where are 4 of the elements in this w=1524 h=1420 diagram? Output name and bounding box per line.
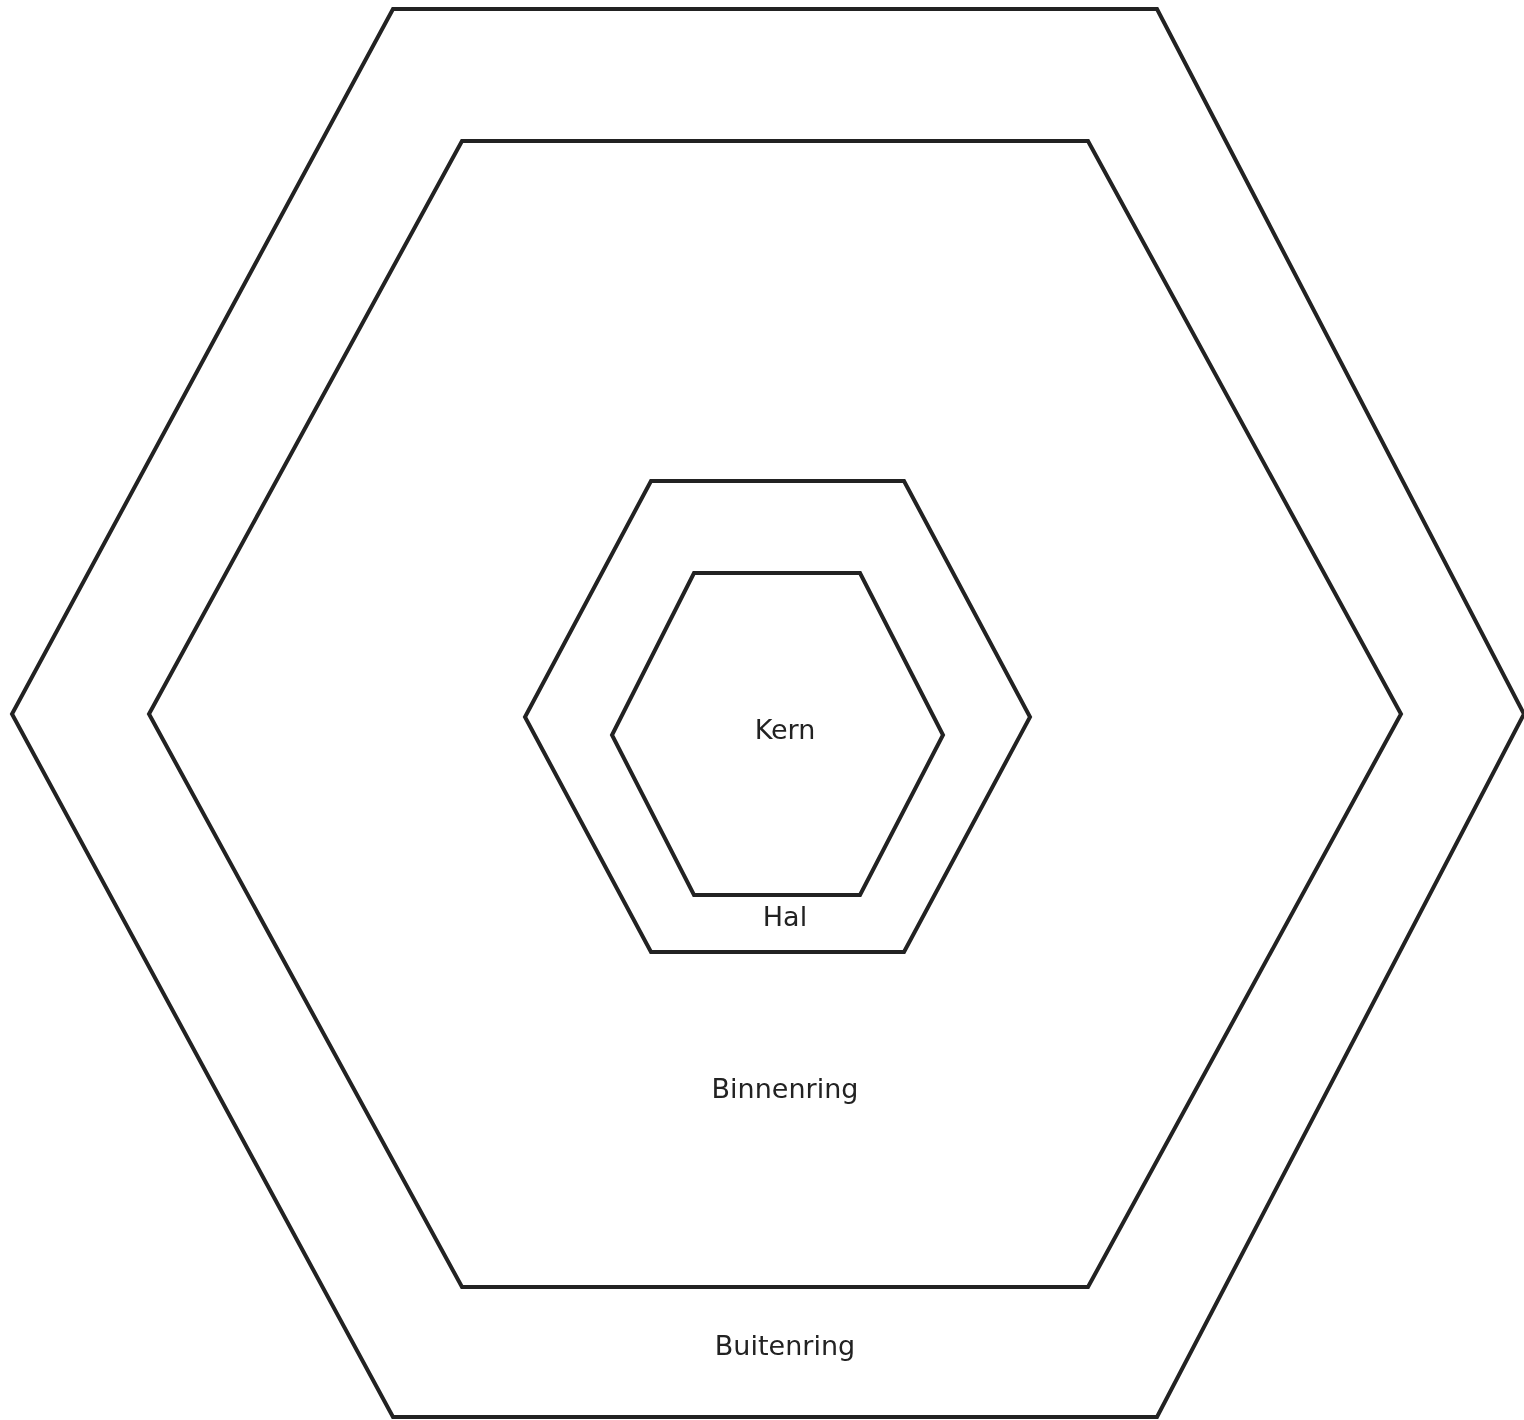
ring-label: Kern: [754, 713, 816, 745]
ring-label: Hal: [762, 900, 808, 932]
ring-label: Buitenring: [714, 1329, 856, 1361]
ring-label: Binnenring: [711, 1072, 859, 1104]
